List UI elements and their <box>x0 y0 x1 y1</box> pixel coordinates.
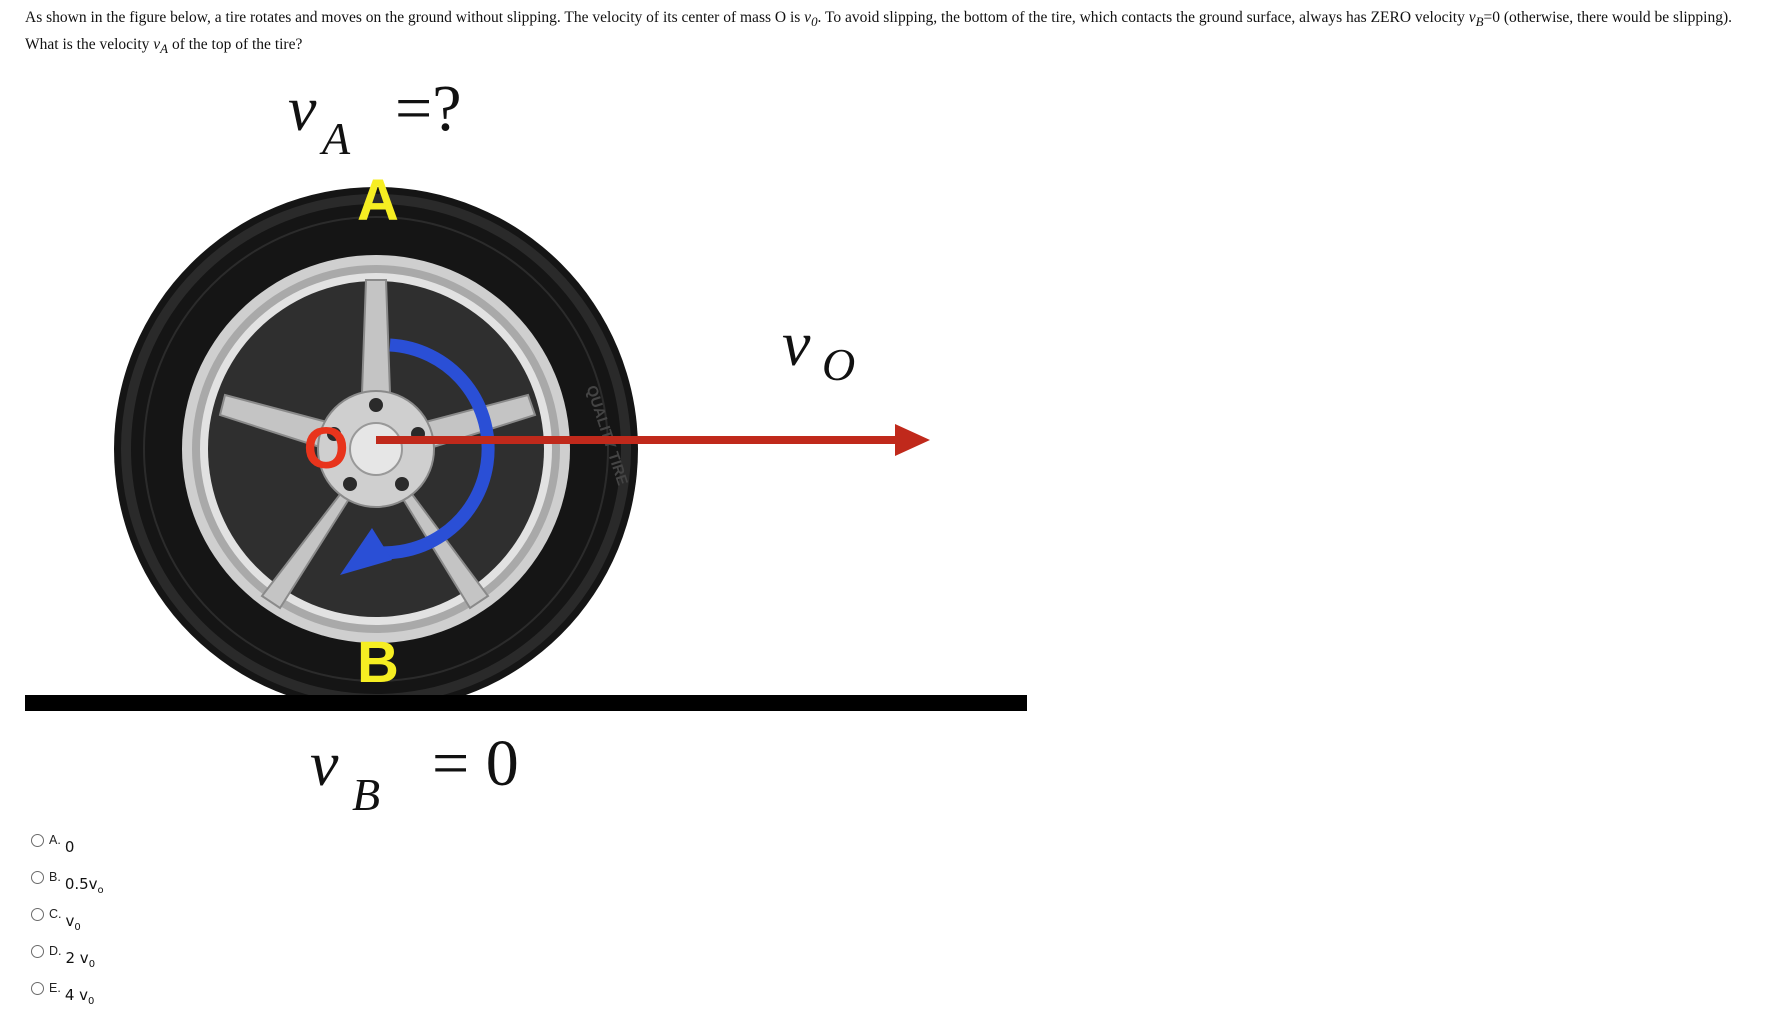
option-e-radio[interactable] <box>31 982 44 995</box>
vb-subscript: B <box>352 769 380 820</box>
option-a-radio[interactable] <box>31 834 44 847</box>
option-b-radio[interactable] <box>31 871 44 884</box>
option-b[interactable]: B. 0.5vo <box>31 869 104 906</box>
option-e-letter: E. <box>49 981 61 995</box>
va-equals: =? <box>395 72 462 145</box>
tire-figure: QUALITY TIRE O A B v A =? v O v B = 0 <box>0 70 1060 820</box>
va-subscript: A <box>319 113 351 164</box>
option-a-value: 0 <box>64 838 75 856</box>
option-b-value: 0.5vo <box>64 875 104 896</box>
v0-symbol: v <box>782 308 811 379</box>
velocity-arrowhead <box>895 424 930 456</box>
option-c-radio[interactable] <box>31 908 44 921</box>
option-c-letter: C. <box>49 907 62 921</box>
va-symbol: v <box>288 73 317 144</box>
vb-equals: = 0 <box>432 727 519 800</box>
option-b-letter: B. <box>49 870 61 884</box>
option-e[interactable]: E. 4 v0 <box>31 980 104 1017</box>
rotation-arrowhead <box>340 528 392 575</box>
option-d-value: 2 v0 <box>65 949 96 970</box>
vb-symbol: v <box>310 728 339 799</box>
question-text: As shown in the figure below, a tire rot… <box>25 9 1733 57</box>
center-label-o: O <box>303 416 348 481</box>
answer-options: A. 0 B. 0.5vo C. v0 D. 2 v0 E. 4 v0 <box>31 832 104 1017</box>
option-a[interactable]: A. 0 <box>31 832 104 869</box>
option-c[interactable]: C. v0 <box>31 906 104 943</box>
rotation-arrow <box>358 338 495 560</box>
ground-line <box>25 695 1027 711</box>
option-a-letter: A. <box>49 833 61 847</box>
v0-subscript: O <box>822 339 855 390</box>
option-e-value: 4 v0 <box>64 986 95 1007</box>
option-d-radio[interactable] <box>31 945 44 958</box>
point-label-a: A <box>357 168 399 233</box>
option-d[interactable]: D. 2 v0 <box>31 943 104 980</box>
point-label-b: B <box>357 630 399 695</box>
tire-diagram: QUALITY TIRE O A B v A =? v O v B = 0 <box>25 72 1027 820</box>
option-d-letter: D. <box>49 944 62 958</box>
tire: QUALITY TIRE <box>114 187 638 711</box>
option-c-value: v0 <box>65 912 81 933</box>
